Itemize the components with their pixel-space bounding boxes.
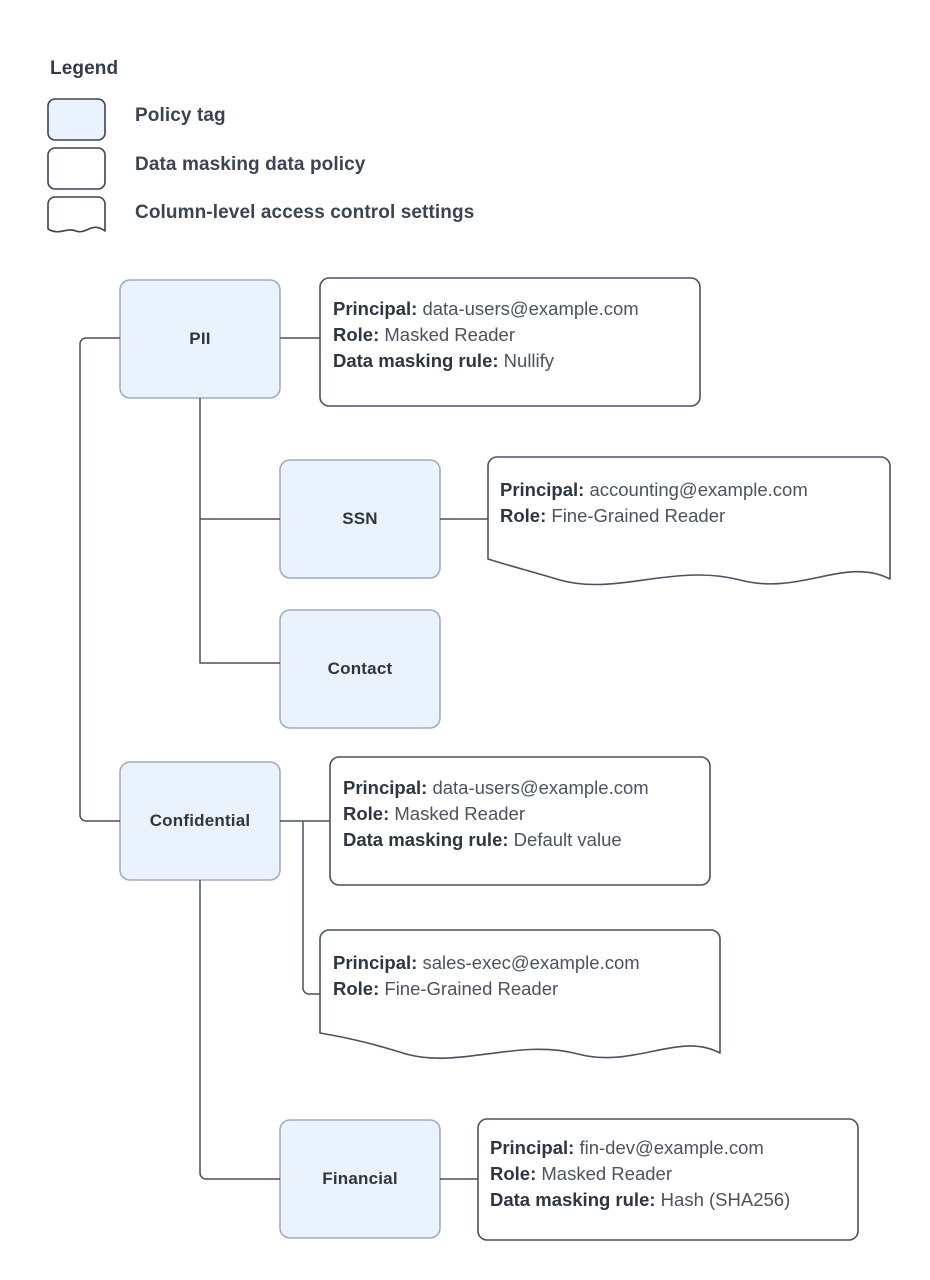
edge-pii-to-ssn (199, 398, 280, 520)
detail-box-confidential-access[interactable] (319, 929, 721, 1060)
legend-label-column-access-settings: Column-level access control settings (135, 202, 475, 223)
node-contact[interactable] (279, 609, 441, 729)
edge-confidential-to-financial (199, 880, 280, 1180)
policy-tag-swatch (47, 98, 106, 141)
edge-confidential-to-access-box (302, 821, 320, 995)
edge-pii-to-contact (199, 519, 280, 664)
legend-label-policy-tag: Policy tag (135, 105, 226, 126)
legend-title: Legend (50, 58, 119, 79)
detail-box-pii-policy[interactable] (319, 277, 701, 407)
legend-label-data-masking-policy: Data masking data policy (135, 154, 366, 175)
column-access-settings-swatch (47, 196, 106, 233)
data-masking-policy-swatch (47, 147, 106, 190)
edge-trunk-pii-confidential (79, 337, 120, 822)
detail-box-ssn-access[interactable] (487, 456, 891, 586)
